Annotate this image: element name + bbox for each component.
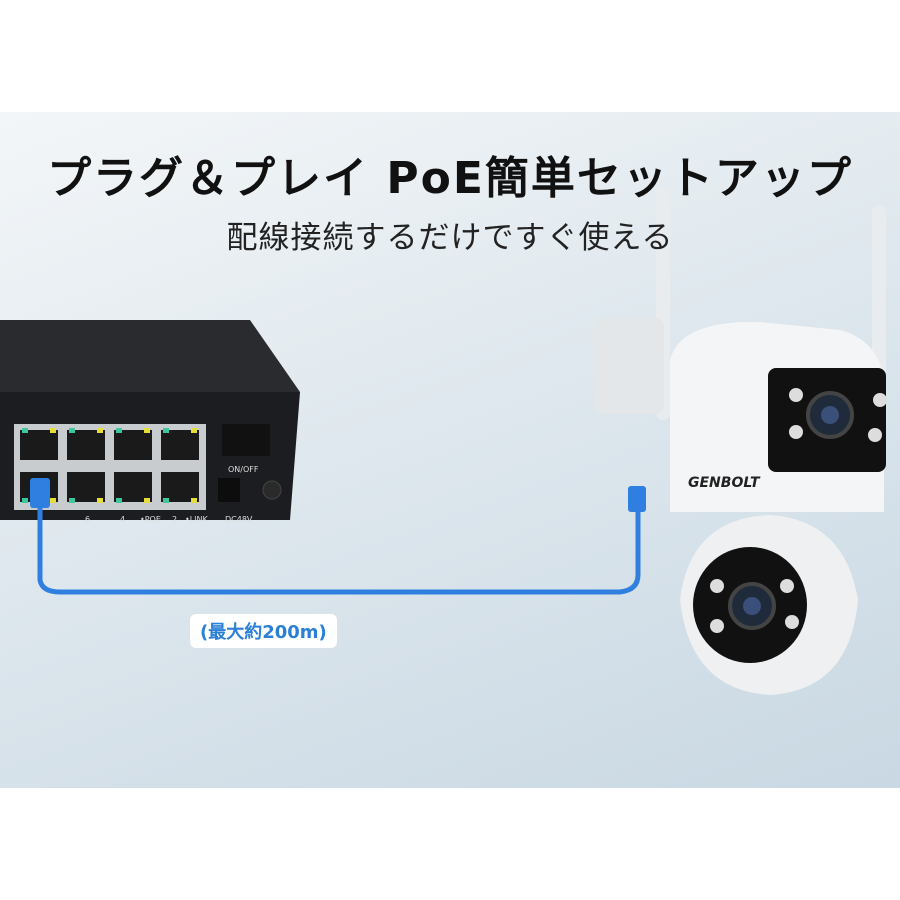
port-led [191, 428, 197, 433]
poe-switch: ON/OFF 6 4 •POE 2 •LINK DC48V [0, 320, 300, 524]
wall-mount [594, 318, 664, 414]
port-led [144, 498, 150, 503]
ethernet-port [114, 430, 152, 460]
port-label: 2 [172, 515, 177, 524]
rj45-plug-camera [628, 486, 646, 512]
ethernet-cable [37, 500, 641, 595]
ethernet-port [161, 472, 199, 502]
port-labels: 6 4 •POE 2 •LINK DC48V [85, 515, 253, 524]
distance-label: (最大約200m) [190, 614, 337, 648]
port-label: 6 [85, 515, 90, 524]
port-label: DC48V [225, 515, 253, 524]
headline: プラグ＆プレイ PoE簡単セットアップ [47, 153, 853, 204]
power-switch [222, 424, 270, 456]
port-label: •POE [140, 515, 161, 524]
port-led [97, 498, 103, 503]
port-label: •LINK [185, 515, 209, 524]
port-led [116, 428, 122, 433]
port-led [116, 498, 122, 503]
port-led [69, 498, 75, 503]
port-led [22, 428, 28, 433]
ethernet-port [67, 430, 105, 460]
port-led [50, 428, 56, 433]
port-led [144, 428, 150, 433]
port-led [163, 428, 169, 433]
port-led [22, 498, 28, 503]
ethernet-port [114, 472, 152, 502]
brand-logo: GENBOLT [688, 475, 761, 491]
ground-screw [262, 480, 282, 500]
port-led [69, 428, 75, 433]
rj45-plug-switch [30, 478, 50, 508]
subheadline: 配線接続するだけですぐ使える [226, 220, 674, 256]
port-led [97, 428, 103, 433]
ethernet-port [67, 472, 105, 502]
dc-jack [218, 478, 240, 502]
port-led [163, 498, 169, 503]
port-label: 4 [120, 515, 125, 524]
ptz-camera: GENBOLT [594, 188, 887, 695]
power-label: ON/OFF [228, 465, 259, 474]
port-led [191, 498, 197, 503]
port-led [50, 498, 56, 503]
ethernet-port [161, 430, 199, 460]
ethernet-port [20, 430, 58, 460]
